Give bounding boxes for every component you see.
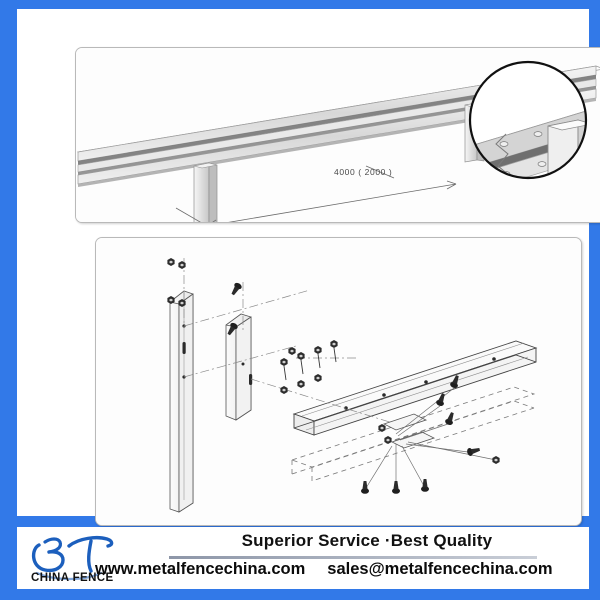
hardware-bolts-splice-cluster (361, 374, 500, 494)
dimension-label: 4000 ( 2000 ) (334, 167, 392, 177)
w-beam-rail-exploded (290, 340, 538, 482)
dimension-line (175, 165, 457, 222)
company-logo: CHINA FENCE (29, 529, 137, 587)
bt-monogram-icon (31, 536, 114, 581)
product-image-page: 4000 ( 2000 ) (17, 9, 600, 526)
assembly-axis-lines (183, 258, 397, 425)
guardrail-overview-panel: 4000 ( 2000 ) (75, 47, 600, 223)
post-channel-graphic (169, 290, 194, 513)
banner-divider (169, 556, 537, 559)
contact-line: www.metalfencechina.com sales@metalfence… (95, 560, 585, 579)
hardware-bolts-rail-cluster (280, 340, 338, 394)
email-text[interactable]: sales@metalfencechina.com (327, 560, 553, 578)
slogan-text: Superior Service ·Best Quality (241, 531, 493, 550)
guardrail-post-near (193, 162, 218, 222)
logo-subtitle: CHINA FENCE (31, 572, 114, 584)
footer-banner: CHINA FENCE Superior Service ·Best Quali… (17, 527, 589, 589)
website-text[interactable]: www.metalfencechina.com (95, 560, 306, 578)
guardrail-exploded-panel (95, 237, 582, 526)
bracket-spacer-graphic (225, 313, 253, 421)
